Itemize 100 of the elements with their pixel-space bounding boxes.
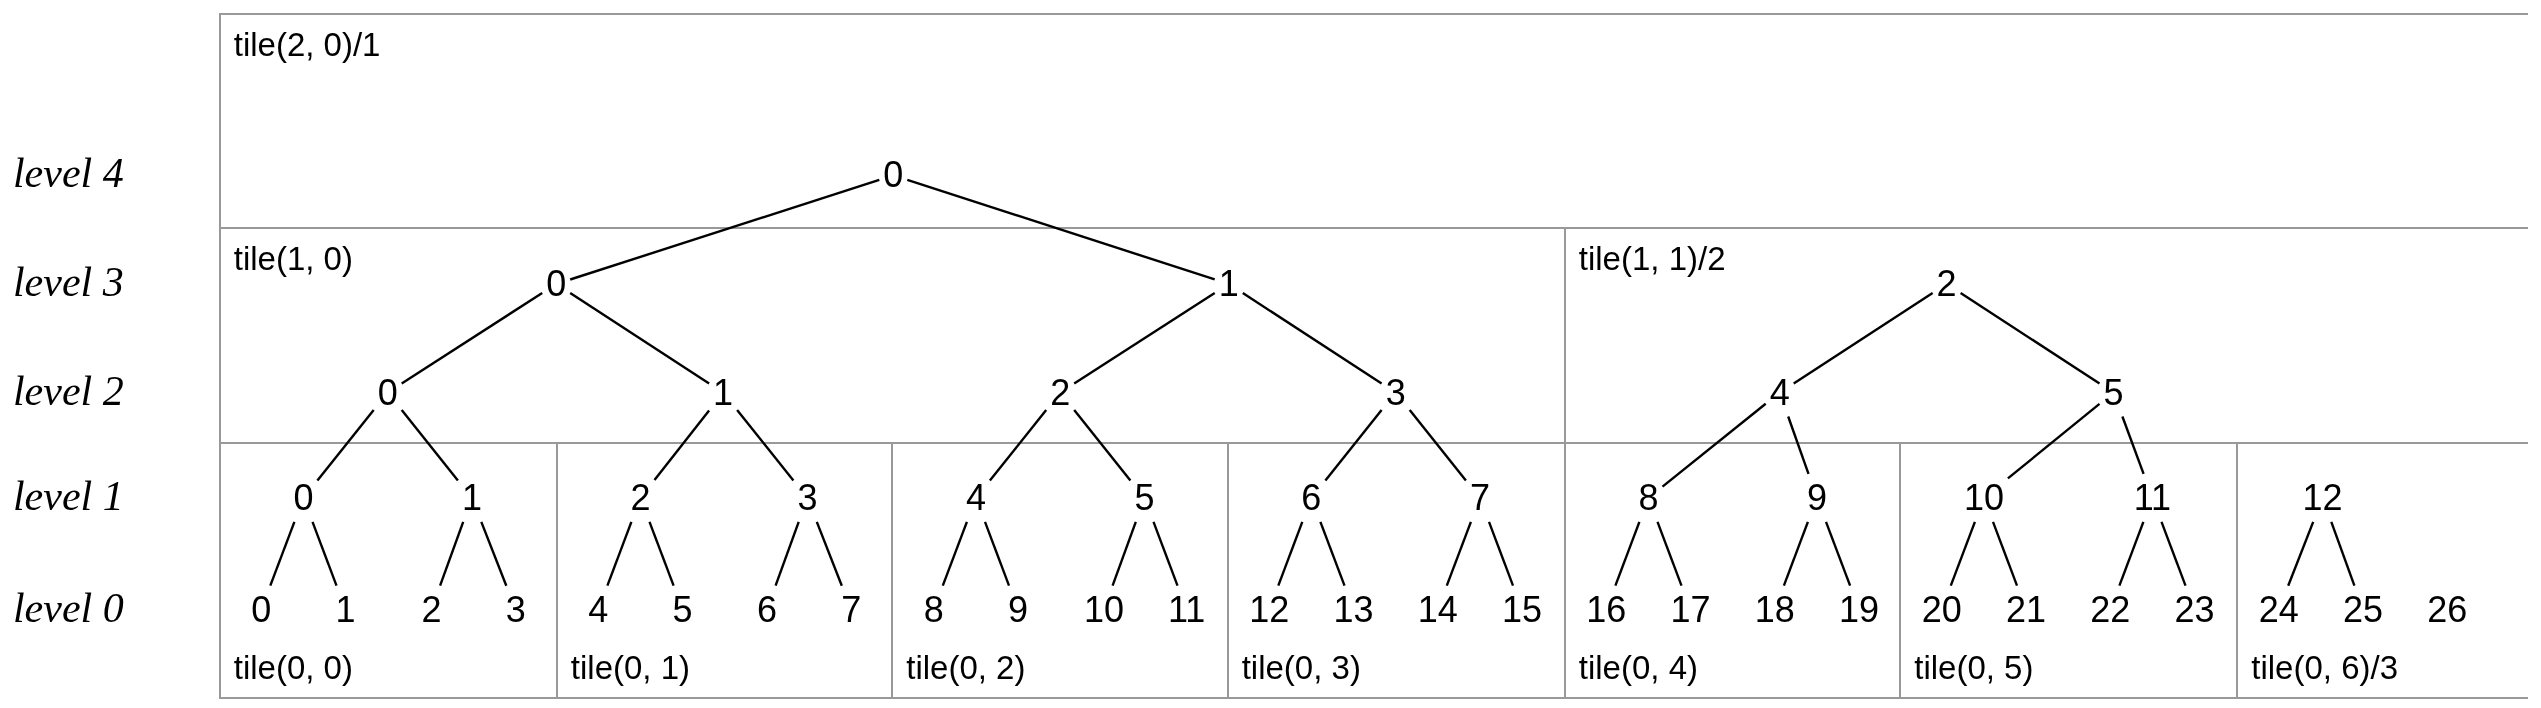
tree-edge [1445,521,1473,587]
tree-node-number: 10 [1079,585,1128,634]
level-label: level 1 [12,474,124,517]
tree-node-number: 2 [1932,259,1961,308]
tree-node-number: 8 [919,585,948,634]
tree-node-number: 6 [752,585,781,634]
tile-frame [2236,442,2528,699]
tree-edge [906,178,1216,281]
tree-edge [1614,521,1641,587]
tree-edge [1959,292,2101,385]
tree-edge [311,521,338,587]
tree-node-number: 5 [2099,368,2128,417]
tree-edge [1073,409,1132,482]
tree-edge [1073,292,1216,385]
tile-frame [1563,442,1900,699]
tree-edge [569,292,710,385]
tree-node-number: 12 [1245,585,1294,634]
tree-node-number: 15 [1498,585,1547,634]
tree-node-number: 5 [668,585,697,634]
tile-label: tile(0, 4) [1578,650,1698,684]
tile-frame [555,442,892,699]
tree-node-number: 3 [1381,368,1410,417]
tile-label: tile(1, 0) [233,241,353,275]
level-label: level 2 [12,369,124,412]
tree-edge [1949,521,1977,587]
tree-edge [1487,521,1515,587]
tree-node-number: 0 [289,473,318,522]
tree-node-number: 11 [2129,473,2176,522]
tree-node-number: 6 [1297,473,1326,522]
tree-edge [569,178,880,281]
tree-node-number: 1 [1214,259,1243,308]
tree-edge [2287,521,2315,587]
tree-node-number: 3 [793,473,822,522]
tree-edge [2118,521,2145,587]
tree-node-number: 26 [2423,585,2472,634]
tree-edge [1111,521,1137,587]
tree-node-number: 21 [2002,585,2051,634]
tree-edge [606,521,633,587]
level-label: level 0 [12,586,124,629]
tree-edge [2160,521,2187,587]
tree-edge [736,409,795,482]
tree-node-number: 16 [1582,585,1631,634]
tree-edge [1661,402,1767,488]
tree-node-number: 4 [961,473,990,522]
tree-node-number: 12 [2298,473,2347,522]
tile-label: tile(0, 5) [1914,650,2034,684]
tile-frame [218,442,556,699]
tree-edge [653,409,711,481]
tree-node-number: 9 [1802,473,1831,522]
tree-node-number: 19 [1835,585,1884,634]
tree-edge [648,521,675,587]
tile-label: tile(0, 1) [570,650,690,684]
tree-edge [1824,521,1852,587]
tree-node-number: 0 [373,368,402,417]
tree-node-number: 22 [2086,585,2135,634]
tree-edge [316,409,375,482]
tree-node-number: 4 [1765,368,1794,417]
tree-edge [1242,292,1383,385]
tree-edge [983,521,1011,587]
tree-node-number: 25 [2339,585,2388,634]
tree-edge [2007,402,2101,480]
tree-edge [269,521,296,587]
tree-edge [1782,521,1810,587]
tree-node-number: 13 [1329,585,1378,634]
level-label: level 3 [12,260,124,303]
tree-edge [815,521,843,587]
tree-edge [774,521,800,587]
tile-frame [891,442,1227,699]
tree-node-number: 3 [501,585,530,634]
tile-label: tile(1, 1)/2 [1578,241,1726,275]
tree-node-number: 1 [331,585,360,634]
tile-label: tile(0, 3) [1241,650,1361,684]
tree-node-number: 2 [417,585,446,634]
tree-edge [941,521,969,587]
tree-edge [1152,521,1179,587]
tree-edge [2121,416,2145,475]
tree-node-number: 0 [247,585,276,634]
tile-frame [1899,442,2237,699]
tile-label: tile(0, 2) [906,650,1026,684]
tree-node-number: 9 [1004,585,1033,634]
tree-node-number: 2 [626,473,655,522]
tree-edge [1408,409,1467,482]
tree-node-number: 5 [1130,473,1159,522]
level-label: level 4 [12,152,124,195]
tile-label: tile(0, 6)/3 [2251,650,2398,684]
tree-edge [1787,416,1810,475]
tree-edge [1319,521,1346,587]
tree-edge [2330,521,2356,587]
tree-edge [1991,521,2019,587]
tree-node-number: 1 [457,473,486,522]
tree-edge [1277,521,1304,587]
tree-edge [438,521,465,587]
tile-frame [218,12,2528,229]
tree-node-number: 14 [1413,585,1462,634]
tree-node-number: 17 [1666,585,1715,634]
tree-edge [1656,521,1683,587]
tree-node-number: 11 [1163,585,1210,634]
tree-edge [400,409,459,482]
tree-node-number: 7 [1465,473,1494,522]
tree-edge [988,409,1048,482]
